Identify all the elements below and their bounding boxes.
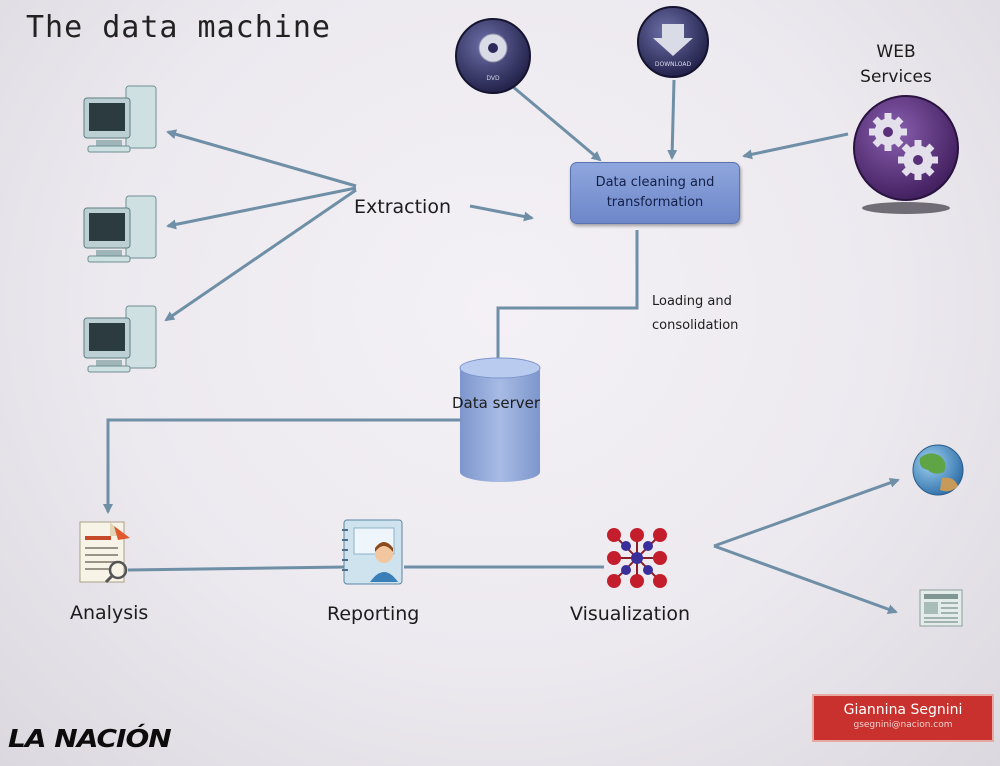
la-nacion-logo: LA NACIÓN (8, 723, 172, 754)
download-icon: DOWNLOAD (637, 6, 709, 78)
arrow-cleaning-server (493, 230, 639, 382)
report-icon (342, 519, 403, 585)
arrow-viz-globe (713, 477, 900, 548)
arrow-dvd-cleaning (511, 84, 602, 162)
visualization-label: Visualization (570, 603, 691, 625)
arrow-web-cleaning (742, 132, 849, 160)
extraction-label: Extraction (354, 196, 451, 218)
slide-title: The data machine (26, 10, 331, 45)
author-badge: Giannina Segnini gsegnini@nacion.com (812, 694, 994, 742)
cleaning-label: Data cleaning and transformation (595, 175, 715, 210)
dvd-label: DVD (486, 75, 500, 82)
arrow-extraction-cleaning (469, 204, 534, 222)
web-services-label: WEB Services (860, 42, 932, 87)
author-name: Giannina Segnini (843, 702, 963, 718)
computer-icon (83, 85, 157, 153)
arrow-download-cleaning (667, 79, 678, 160)
globe-icon (912, 444, 964, 496)
dvd-icon: DVD (455, 18, 531, 94)
molecule-icon (607, 528, 667, 588)
document-icon (79, 521, 130, 584)
gears-icon (853, 95, 959, 214)
reporting-label: Reporting (327, 603, 420, 625)
author-email: gsegnini@nacion.com (853, 720, 953, 730)
analysis-label: Analysis (70, 602, 149, 624)
data-server-label: Data server (452, 394, 541, 412)
arrow-extraction-pc3 (164, 188, 357, 322)
computer-icon (83, 305, 157, 373)
data-server-cylinder (459, 357, 541, 482)
arrows (103, 79, 900, 614)
loading-label: Loading and consolidation (652, 294, 739, 333)
cleaning-box: Data cleaning and transformation (570, 162, 740, 224)
computer-icon (83, 195, 157, 263)
newspaper-icon (919, 589, 963, 627)
arrow-extraction-pc2 (166, 186, 357, 230)
arrow-viz-newspaper (713, 544, 898, 614)
arrow-extraction-pc1 (166, 129, 357, 188)
download-label: DOWNLOAD (655, 61, 692, 68)
connector-analysis-reporting (127, 565, 347, 572)
arrow-server-analysis (103, 418, 460, 514)
